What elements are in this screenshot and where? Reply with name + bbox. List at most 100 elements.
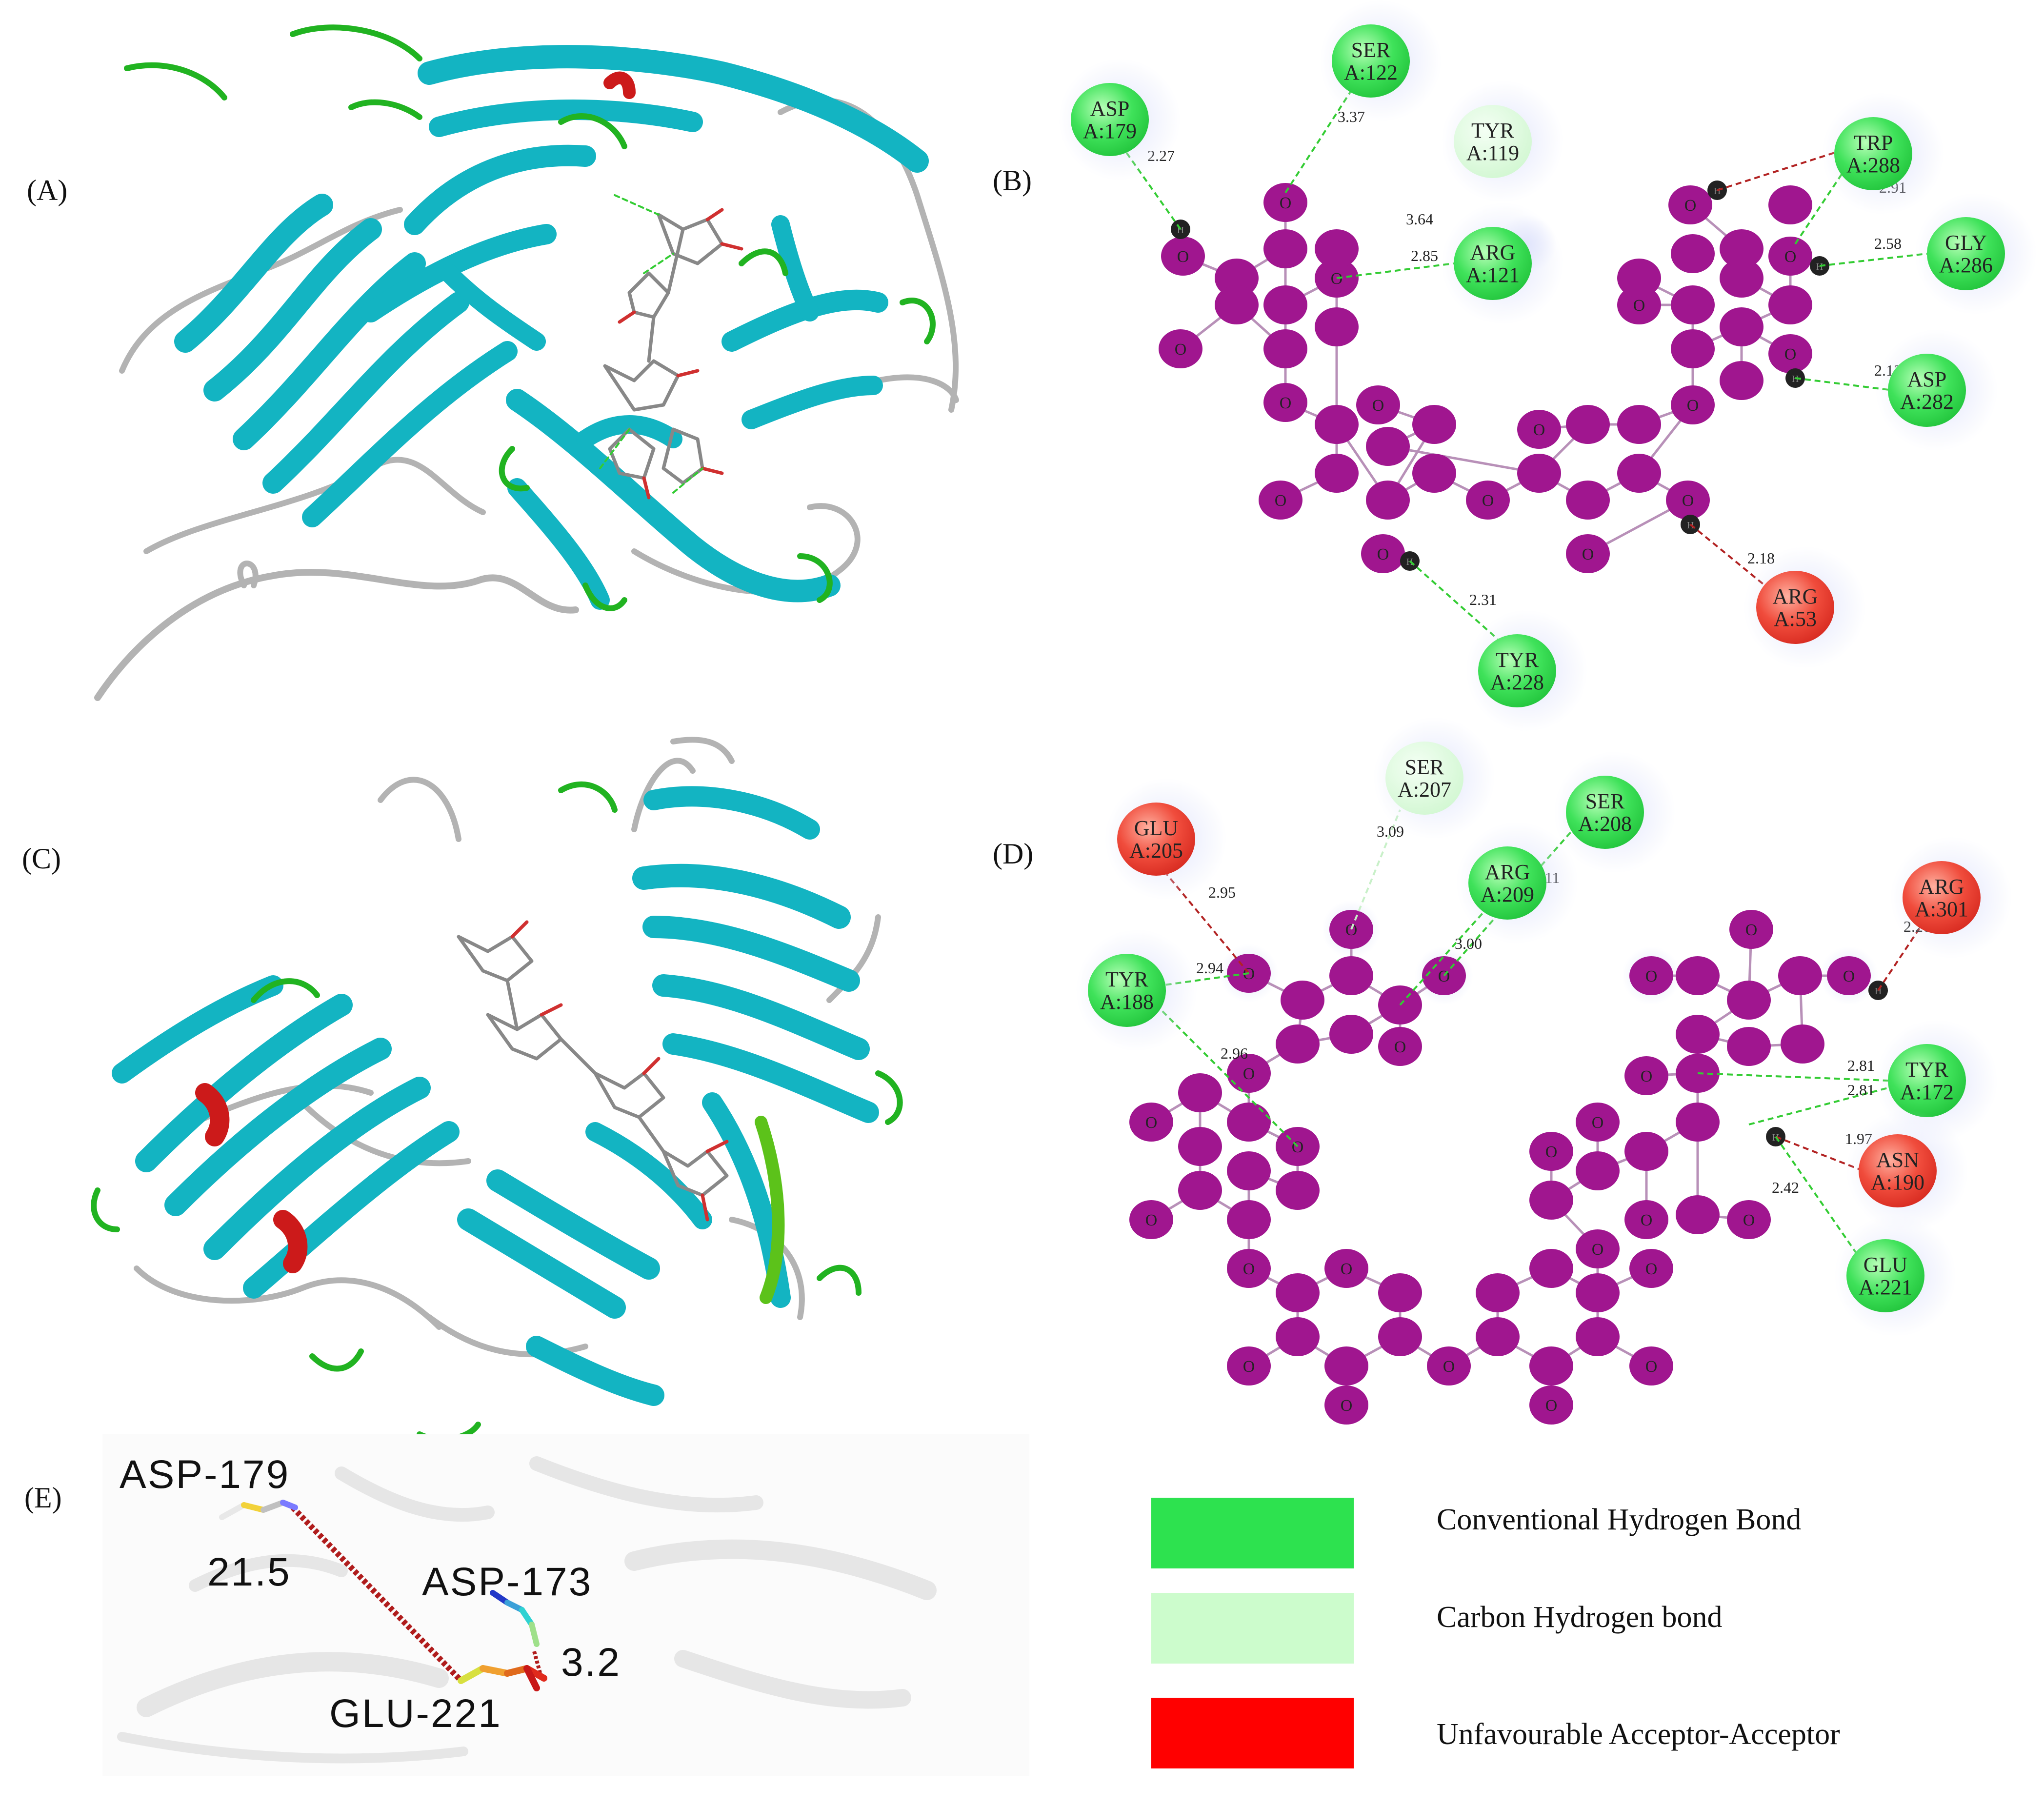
oxygen-atom-label: O bbox=[1582, 545, 1594, 563]
oxygen-atom-label: O bbox=[1645, 967, 1658, 985]
panel-b-atoms: OOOOOOOOOOOOOOOOOHHHHHH bbox=[1159, 181, 1829, 573]
panel-e-label: (E) bbox=[24, 1482, 62, 1514]
carbon-atom bbox=[1720, 361, 1763, 400]
interaction-line bbox=[1689, 523, 1772, 591]
oxygen-atom bbox=[1576, 1103, 1620, 1142]
interaction-distance: 2.42 bbox=[1772, 1179, 1799, 1196]
interaction-distance: 2.96 bbox=[1221, 1044, 1248, 1062]
carbon-atom bbox=[1671, 234, 1715, 273]
residue-name: GLU bbox=[1864, 1253, 1907, 1277]
carbon-atom bbox=[1576, 1273, 1620, 1312]
oxygen-atom bbox=[1617, 285, 1661, 324]
residue-name: TYR bbox=[1105, 967, 1149, 991]
residue-name: ASN bbox=[1876, 1148, 1919, 1172]
oxygen-atom-label: O bbox=[1443, 1358, 1455, 1376]
residue-name: ARG bbox=[1470, 241, 1516, 264]
residue-disc bbox=[1566, 776, 1644, 849]
oxygen-atom-label: O bbox=[1280, 194, 1292, 212]
oxygen-atom-label: O bbox=[1280, 394, 1292, 412]
oxygen-atom bbox=[1263, 183, 1307, 222]
residue-disc bbox=[1088, 954, 1166, 1027]
oxygen-atom-label: O bbox=[1145, 1114, 1158, 1132]
carbon-atom bbox=[1215, 259, 1259, 298]
residue-name: GLY bbox=[1945, 231, 1987, 255]
carbon-atom bbox=[1617, 259, 1661, 298]
oxygen-atom bbox=[1263, 383, 1307, 422]
oxygen-atom-label: O bbox=[1784, 345, 1797, 363]
oxygen-atom bbox=[1259, 481, 1303, 520]
interaction-distance: 2.95 bbox=[1208, 883, 1236, 901]
residue-name: ASP bbox=[1907, 367, 1947, 391]
legend-label-carbon: Carbon Hydrogen bond bbox=[1437, 1601, 1722, 1634]
oxygen-atom bbox=[1129, 1103, 1173, 1142]
carbon-atom bbox=[1276, 1171, 1320, 1210]
panel-e-background bbox=[102, 1434, 1029, 1776]
carbon-atom bbox=[1215, 285, 1259, 324]
carbon-atom bbox=[1227, 1151, 1271, 1190]
legend-label-unfavourable: Unfavourable Acceptor-Acceptor bbox=[1437, 1718, 1840, 1751]
e-residue-asp179: ASP-179 bbox=[120, 1452, 290, 1497]
carbon-atom bbox=[1315, 229, 1359, 268]
oxygen-atom-label: O bbox=[1482, 492, 1494, 510]
residue-disc bbox=[1071, 83, 1149, 156]
residue-disc bbox=[1468, 846, 1546, 920]
interaction-line bbox=[1819, 253, 1927, 267]
residue-name: ARG bbox=[1919, 875, 1964, 899]
carbon-atom bbox=[1276, 1273, 1320, 1312]
interaction-distance: 3.00 bbox=[1455, 935, 1482, 952]
hydrogen-atom-label: H bbox=[1816, 261, 1823, 272]
carbon-atom bbox=[1517, 454, 1561, 493]
e-distance-3-2: 3.2 bbox=[561, 1640, 621, 1685]
residue-disc bbox=[1834, 117, 1912, 190]
oxygen-atom-label: O bbox=[1545, 1397, 1558, 1415]
oxygen-atom-label: O bbox=[1645, 1260, 1658, 1278]
oxygen-atom-label: O bbox=[1533, 421, 1545, 439]
carbon-atom bbox=[1617, 405, 1661, 444]
oxygen-atom-label: O bbox=[1545, 1143, 1558, 1161]
oxygen-atom bbox=[1227, 1346, 1271, 1385]
carbon-atom bbox=[1529, 1346, 1573, 1385]
panel-b: (B) OOOOOOOOOOOOOOOOOHHHHHH 2.273.373.64… bbox=[993, 0, 2037, 732]
carbon-atom bbox=[1781, 1024, 1824, 1064]
residue-name: TYR bbox=[1496, 648, 1539, 672]
residue-id: A:286 bbox=[1939, 253, 1993, 277]
residue-name: ARG bbox=[1485, 860, 1530, 884]
panel-d: (D) OOOOOOOOOOOOOOOOOOOOOOOOOHH 2.953.09… bbox=[993, 717, 2012, 1425]
oxygen-atom bbox=[1827, 956, 1871, 995]
residue-id: A:301 bbox=[1915, 897, 1968, 921]
carbon-atom bbox=[1676, 1015, 1720, 1054]
carbon-atom bbox=[1227, 1200, 1271, 1239]
interaction-line bbox=[1121, 145, 1182, 230]
legend-swatch-carbon bbox=[1151, 1593, 1354, 1664]
interaction-line bbox=[1160, 1009, 1299, 1147]
interaction-distance: 2.85 bbox=[1411, 247, 1438, 264]
interaction-distance: 2.94 bbox=[1196, 959, 1223, 977]
oxygen-atom-label: O bbox=[1641, 1067, 1653, 1085]
residue-id: A:179 bbox=[1083, 119, 1137, 143]
carbon-atom bbox=[1366, 481, 1410, 520]
carbon-atom bbox=[1727, 1027, 1771, 1066]
carbon-atom bbox=[1778, 956, 1822, 995]
carbon-atom bbox=[1329, 956, 1373, 995]
residue-name: SER bbox=[1585, 789, 1625, 813]
residue-disc bbox=[1385, 742, 1463, 815]
oxygen-atom-label: O bbox=[1684, 197, 1697, 215]
oxygen-atom bbox=[1629, 1346, 1673, 1385]
oxygen-atom bbox=[1517, 410, 1561, 449]
oxygen-atom-label: O bbox=[1175, 341, 1187, 359]
residue-id: A:208 bbox=[1578, 812, 1632, 836]
carbon-atom bbox=[1576, 1317, 1620, 1356]
oxygen-atom-label: O bbox=[1784, 248, 1797, 266]
residue-id: A:207 bbox=[1398, 778, 1451, 802]
carbon-atom bbox=[1329, 1015, 1373, 1054]
panel-c-label: (C) bbox=[22, 843, 61, 875]
carbon-atom bbox=[1566, 481, 1610, 520]
interaction-line bbox=[1697, 1072, 1888, 1082]
carbon-atom bbox=[1178, 1171, 1222, 1210]
oxygen-atom-label: O bbox=[1633, 297, 1645, 315]
oxygen-atom-label: O bbox=[1292, 1138, 1304, 1156]
residue-id: A:122 bbox=[1344, 60, 1398, 84]
oxygen-atom-label: O bbox=[1372, 397, 1384, 415]
interaction-distance: 2.81 bbox=[1847, 1057, 1875, 1074]
